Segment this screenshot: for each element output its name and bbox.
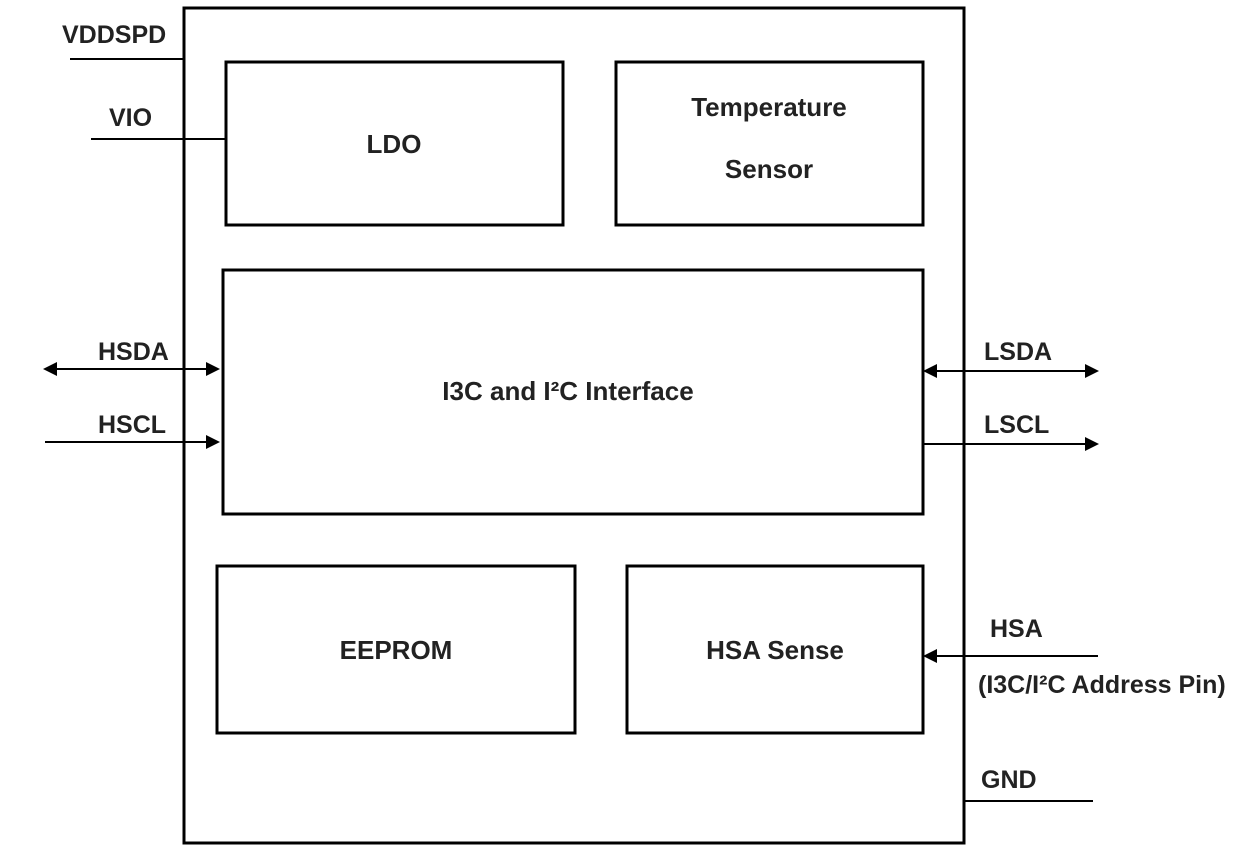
pin-hsda: HSDA xyxy=(43,338,220,376)
pin-lscl: LSCL xyxy=(923,411,1099,451)
hscl-arrowhead xyxy=(206,435,220,449)
pin-vddspd: VDDSPD xyxy=(62,21,184,60)
interface-label: I3C and I²C Interface xyxy=(442,376,693,406)
pin-hsa: HSA (I3C/I²C Address Pin) xyxy=(923,615,1226,699)
pin-vio: VIO xyxy=(91,104,226,140)
hsa-sense-label: HSA Sense xyxy=(706,635,844,665)
lscl-arrowhead xyxy=(1085,437,1099,451)
hsda-right-arrowhead xyxy=(206,362,220,376)
temperature-sensor-block: Temperature Sensor xyxy=(614,60,925,227)
hsa-arrowhead xyxy=(923,649,937,663)
hsa-address-pin-note: (I3C/I²C Address Pin) xyxy=(978,671,1226,699)
hscl-label: HSCL xyxy=(98,411,166,439)
lsda-right-arrowhead xyxy=(1085,364,1099,378)
lsda-label: LSDA xyxy=(984,338,1052,366)
lscl-label: LSCL xyxy=(984,411,1049,439)
pin-hscl: HSCL xyxy=(45,411,220,449)
ldo-label: LDO xyxy=(367,129,422,159)
vddspd-label: VDDSPD xyxy=(62,21,166,49)
eeprom-label: EEPROM xyxy=(340,635,453,665)
lsda-left-arrowhead xyxy=(923,364,937,378)
vio-label: VIO xyxy=(109,104,152,132)
interface-block: I3C and I²C Interface xyxy=(221,268,925,516)
eeprom-block: EEPROM xyxy=(215,564,577,735)
hsda-label: HSDA xyxy=(98,338,169,366)
hsa-sense-block: HSA Sense xyxy=(625,564,925,735)
hsda-left-arrowhead xyxy=(43,362,57,376)
temperature-sensor-label-line1: Temperature xyxy=(691,92,847,122)
pin-lsda: LSDA xyxy=(923,338,1099,378)
hsa-label: HSA xyxy=(990,615,1043,643)
ldo-block: LDO xyxy=(224,60,565,227)
gnd-label: GND xyxy=(981,766,1037,794)
temperature-sensor-label-line2: Sensor xyxy=(725,154,813,184)
pin-gnd: GND xyxy=(964,766,1093,802)
